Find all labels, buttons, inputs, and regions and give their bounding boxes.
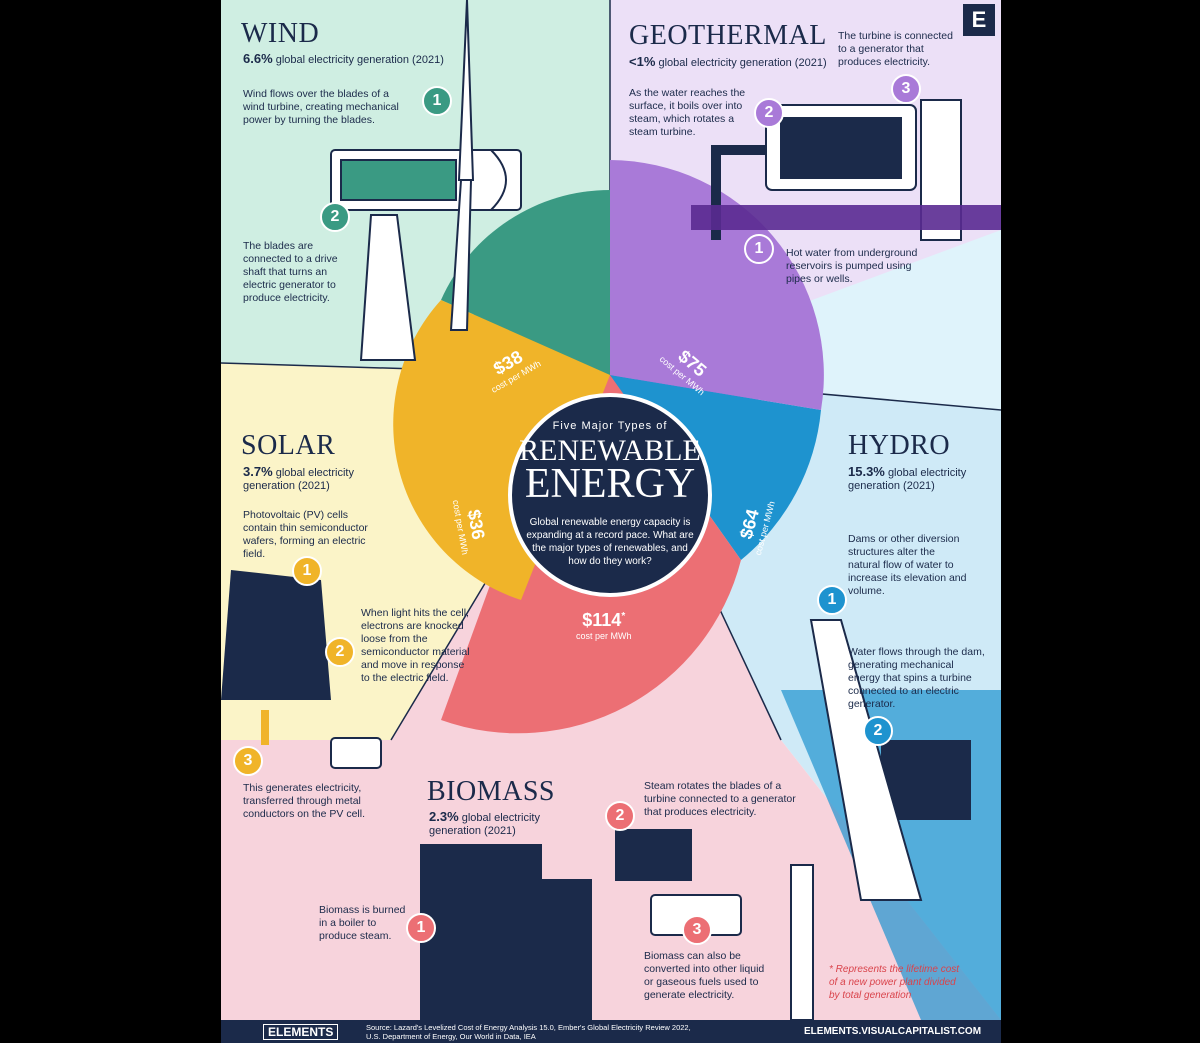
geothermal-stat: <1% global electricity generation (2021)	[629, 55, 829, 70]
biomass-title: BIOMASS	[427, 776, 555, 807]
footer-url[interactable]: ELEMENTS.VISUALCAPITALIST.COM	[804, 1026, 982, 1037]
solar-stat: 3.7% global electricity generation (2021…	[243, 465, 373, 493]
biomass-step-3-marker: 3	[682, 915, 712, 945]
wind-arc	[441, 190, 610, 375]
center-circle	[508, 393, 712, 597]
solar-step-2-marker: 2	[325, 637, 355, 667]
infographic: E WIND 6.6% global electricity generatio…	[221, 0, 1001, 1043]
hydro-title: HYDRO	[848, 430, 951, 461]
brand-badge: E	[963, 4, 995, 36]
biomass-cost-unit: cost per MWh	[576, 631, 632, 641]
solar-step-1-marker: 1	[292, 556, 322, 586]
geothermal-step-3: The turbine is connected to a generator …	[838, 30, 953, 68]
solar-illustration	[221, 570, 382, 769]
wind-step-2-marker: 2	[320, 202, 350, 232]
wind-turbine-illustration	[330, 0, 522, 361]
biomass-step-3: Biomass can also be converted into other…	[644, 950, 765, 1001]
wind-stat-value: 6.6%	[243, 51, 273, 66]
center-description: Global renewable energy capacity is expa…	[526, 517, 694, 567]
biomass-cost: $114* cost per MWh	[576, 610, 632, 641]
footer-brand: ELEMENTS	[263, 1024, 339, 1040]
center-title-line1: RENEWABLE	[519, 434, 701, 467]
solar-arc	[393, 300, 610, 600]
solar-stat-value: 3.7%	[243, 464, 273, 479]
geothermal-step-1: Hot water from underground reservoirs is…	[786, 247, 918, 285]
solar-step-2: When light hits the cell, electrons are …	[361, 607, 470, 684]
wind-stat-label: global electricity generation (2021)	[275, 54, 444, 66]
geothermal-title: GEOTHERMAL	[629, 20, 827, 51]
geothermal-step-1-marker: 1	[744, 234, 774, 264]
background-diagram	[221, 0, 1001, 1021]
biomass-stat: 2.3% global electricity generation (2021…	[429, 810, 559, 838]
biomass-stat-label: global electricity generation (2021)	[429, 812, 540, 837]
geothermal-step-3-marker: 3	[891, 74, 921, 104]
hydro-step-2-marker: 2	[863, 716, 893, 746]
wind-title: WIND	[241, 18, 320, 49]
biomass-step-1-marker: 1	[406, 913, 436, 943]
wind-step-1-marker: 1	[422, 86, 452, 116]
solar-step-3-marker: 3	[233, 746, 263, 776]
wind-step-2: The blades are connected to a drive shaf…	[243, 240, 338, 304]
center-title-line2: ENERGY	[524, 461, 696, 507]
footer: ELEMENTS Source: Lazard's Levelized Cost…	[221, 1020, 1001, 1043]
geothermal-arc	[610, 160, 824, 410]
hydro-step-2: Water flows through the dam, generating …	[848, 646, 985, 710]
biomass-step-1: Biomass is burned in a boiler to produce…	[319, 904, 406, 942]
biomass-step-2-marker: 2	[605, 801, 635, 831]
footer-source: Source: Lazard's Levelized Cost of Energ…	[366, 1023, 691, 1041]
hydro-stat: 15.3% global electricity generation (202…	[848, 465, 978, 493]
hydro-illustration	[781, 619, 1001, 1020]
geothermal-stat-value: <1%	[629, 54, 656, 69]
hydro-step-1: Dams or other diversion structures alter…	[848, 533, 967, 597]
biomass-step-2: Steam rotates the blades of a turbine co…	[644, 780, 796, 818]
biomass-cost-mark: *	[621, 611, 626, 622]
solar-stat-label: global electricity generation (2021)	[243, 467, 354, 492]
geothermal-ground	[691, 205, 1001, 230]
biomass-cost-value: $114	[582, 610, 622, 630]
geothermal-stat-label: global electricity generation (2021)	[658, 57, 827, 69]
geothermal-step-2: As the water reaches the surface, it boi…	[629, 87, 746, 138]
solar-title: SOLAR	[241, 430, 336, 461]
solar-step-1: Photovoltaic (PV) cells contain thin sem…	[243, 509, 368, 560]
solar-step-3: This generates electricity, transferred …	[243, 782, 365, 820]
geothermal-step-2-marker: 2	[754, 98, 784, 128]
biomass-stat-value: 2.3%	[429, 809, 459, 824]
center-kicker: Five Major Types of	[552, 420, 668, 432]
hydro-stat-value: 15.3%	[848, 464, 885, 479]
wind-step-1: Wind flows over the blades of a wind tur…	[243, 88, 399, 126]
footnote: * Represents the lifetime cost of a new …	[829, 964, 960, 1001]
hydro-step-1-marker: 1	[817, 585, 847, 615]
hydro-stat-label: global electricity generation (2021)	[848, 467, 967, 492]
wind-stat: 6.6% global electricity generation (2021…	[243, 52, 463, 67]
